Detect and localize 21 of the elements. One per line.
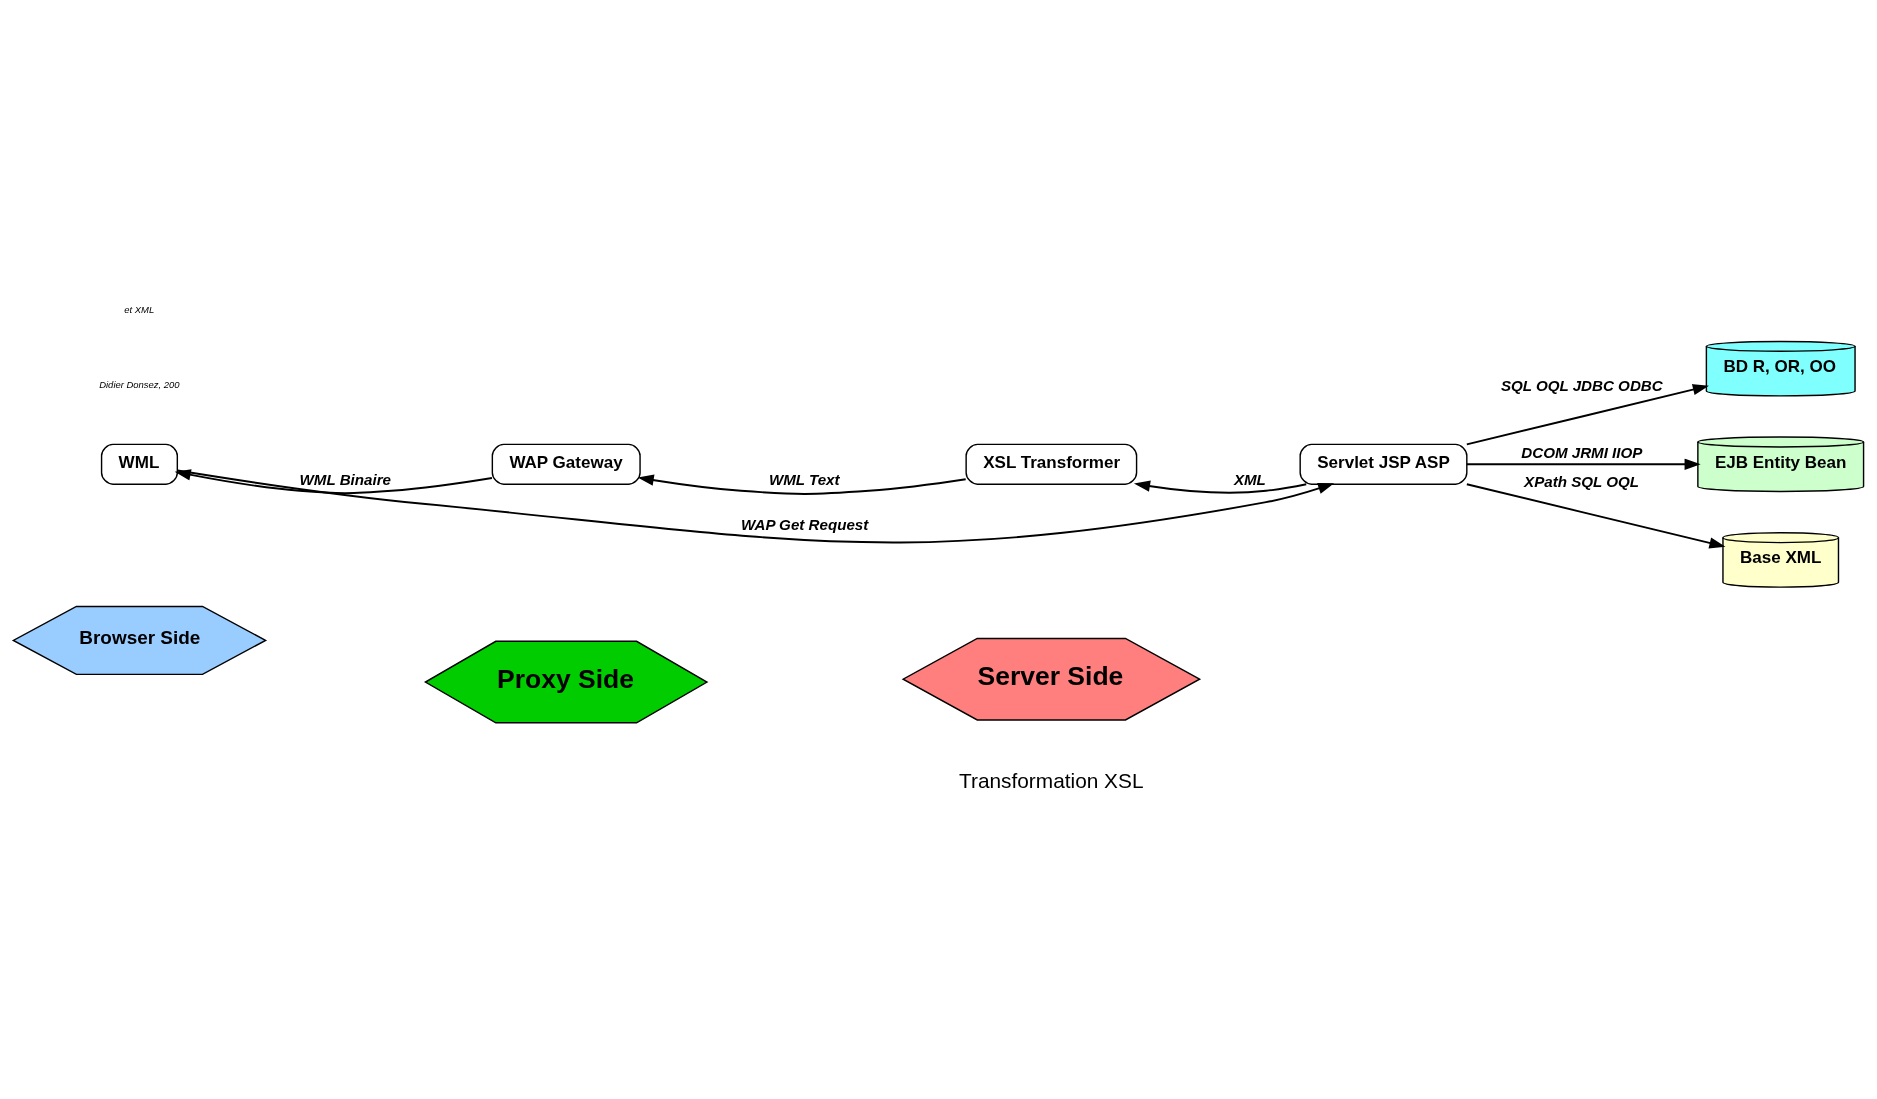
node-box: XSL Transformer	[965, 443, 1138, 485]
edge-label: WML Binaire	[299, 470, 391, 488]
edge-label: DCOM JRMI IIOP	[1521, 444, 1643, 462]
arrow	[1465, 458, 1701, 470]
arrow	[1465, 384, 1709, 446]
edge-label: WAP Get Request	[741, 516, 869, 534]
arrow	[1465, 483, 1726, 549]
edge-label: XPath SQL OQL	[1524, 472, 1640, 490]
label: Transformation XSL	[959, 768, 1144, 792]
arrow	[1133, 480, 1308, 494]
arrow	[174, 469, 493, 495]
edge-label: SQL OQL JDBC ODBC	[1500, 377, 1663, 395]
arrow	[637, 474, 967, 495]
edge-label: XML	[1233, 470, 1266, 488]
node-box: Servlet JSP ASP	[1299, 443, 1468, 485]
node-box: WML	[100, 443, 179, 485]
edge-label: WML Text	[768, 470, 840, 488]
node-box: WAP Gateway	[491, 443, 641, 485]
label: et XML	[124, 304, 155, 316]
arrow	[176, 469, 1335, 544]
label: Didier Donsez, 200	[99, 379, 180, 391]
